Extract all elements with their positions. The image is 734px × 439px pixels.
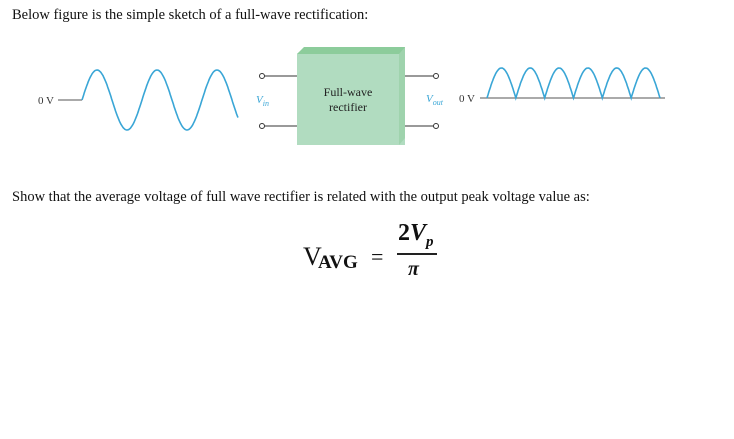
input-terminals <box>259 73 297 129</box>
formula-numerator: 2Vp <box>398 220 434 250</box>
formula-equals-sign: = <box>371 244 384 269</box>
formula-fraction-bar <box>397 253 437 255</box>
rectifier-block <box>297 47 405 145</box>
average-voltage-formula: V AVG = 2Vp π <box>298 220 458 290</box>
rectifier-label-line1: Full-wave <box>324 85 373 99</box>
rectifier-label-line2: rectifier <box>329 100 367 114</box>
question-text: Show that the average voltage of full wa… <box>12 189 590 205</box>
output-rectified-wave <box>480 67 665 101</box>
formula-lhs-symbol: V <box>303 242 323 271</box>
output-terminals <box>405 73 439 129</box>
formula-lhs-subscript: AVG <box>318 252 358 273</box>
formula-denominator: π <box>408 258 419 280</box>
input-sine-wave <box>58 69 239 131</box>
input-voltage-symbol: Vin <box>256 94 269 108</box>
output-voltage-symbol: Vout <box>426 93 444 107</box>
intro-text: Below figure is the simple sketch of a f… <box>12 7 369 23</box>
output-zero-volt-label: 0 V <box>459 93 475 105</box>
input-zero-volt-label: 0 V <box>38 95 54 107</box>
rectification-figure: 0 V Vin Full-wave rectifier Vout 0 V <box>38 47 665 145</box>
